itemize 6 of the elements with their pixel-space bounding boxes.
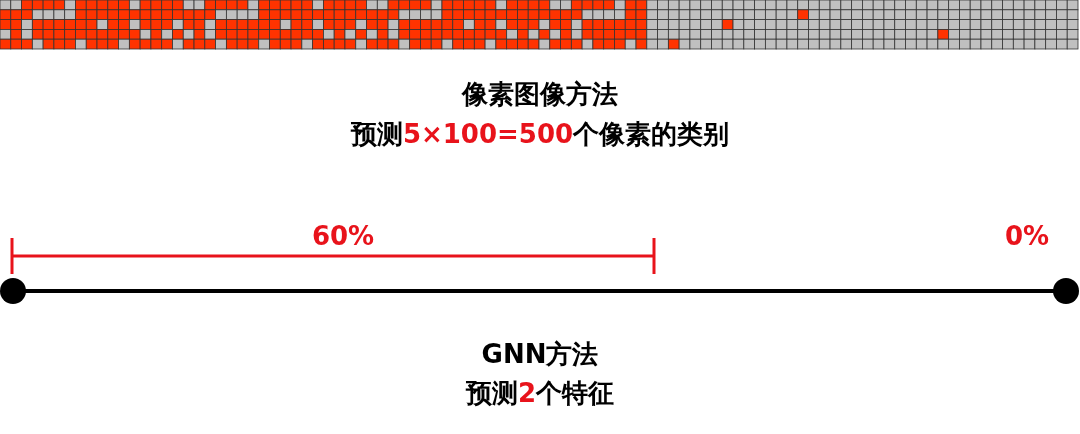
description: 预测2个特征 [465,377,615,409]
percent-label: 0% [1004,220,1050,252]
percent-label: 60% [311,220,375,252]
heading: 像素图像方法 [462,78,618,110]
description: 预测5×100=500个像素的类别 [350,118,730,150]
heading: GNN方法 [481,338,599,370]
